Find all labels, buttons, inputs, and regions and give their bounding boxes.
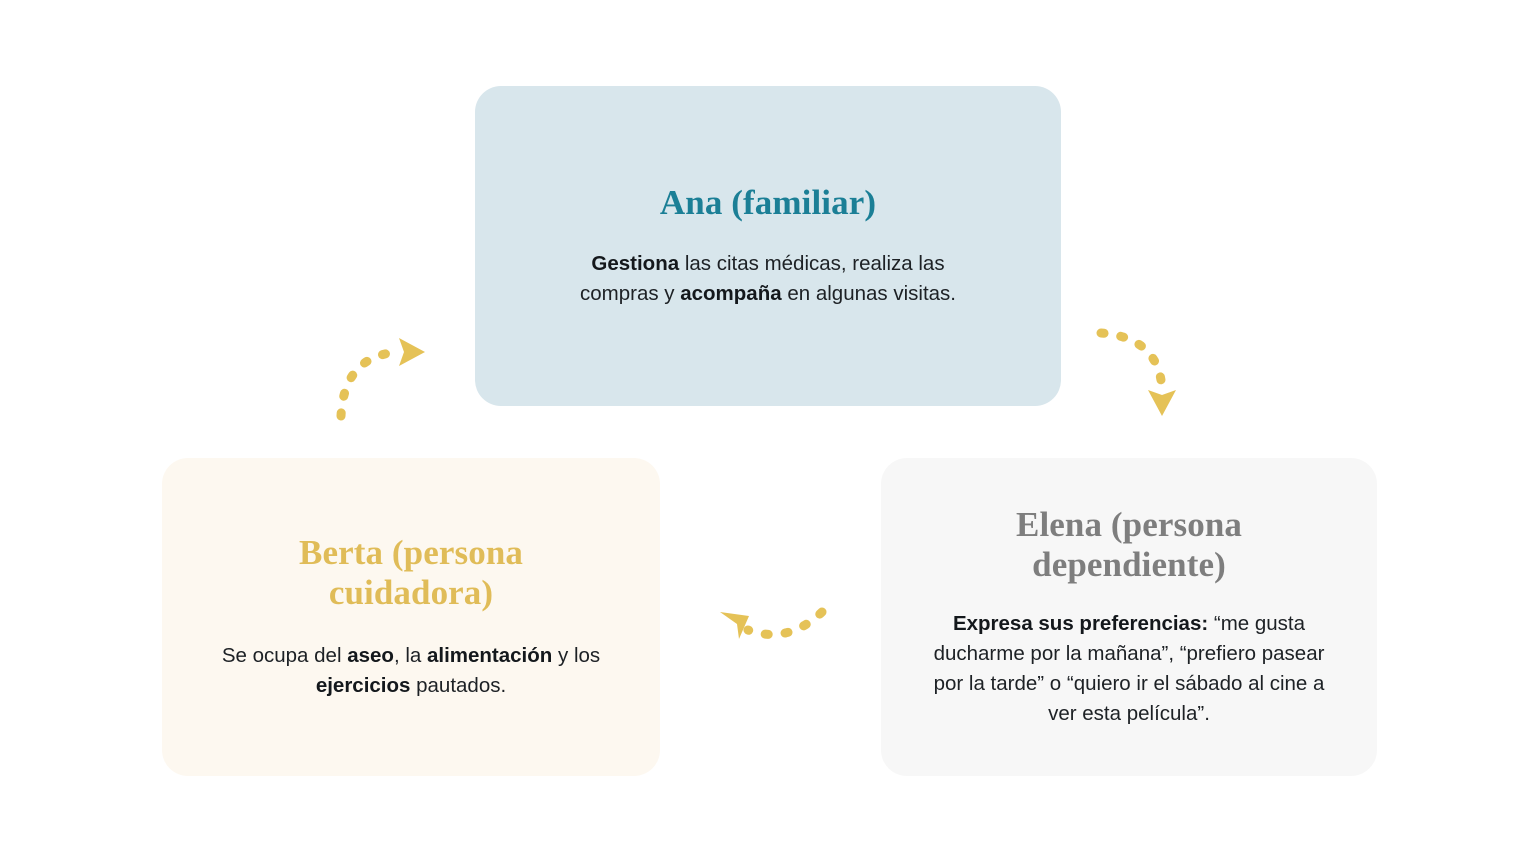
card-elena-title: Elena (persona dependiente) [1016,504,1242,584]
card-elena-body-text-1: “me gusta ducharme por la mañana”, “pref… [933,612,1325,726]
card-elena-body: Expresa sus preferencias: “me gusta duch… [924,609,1334,730]
card-ana-body-text-1: las citas médicas, realiza las compras y [579,252,945,306]
card-ana-body-bold-2: acompaña [680,282,782,306]
card-berta-body-text-2: , la [393,644,427,668]
card-berta[interactable]: Berta (persona cuidadora) Se ocupa del a… [162,458,660,776]
card-elena-body-bold-1: Expresa sus preferencias: [952,612,1209,635]
dashed-arrow-bottom [720,607,827,639]
card-berta-body-text-3: y los [552,644,601,668]
card-ana-body: Gestiona las citas médicas, realiza las … [553,249,983,309]
card-ana-body-bold-1: Gestiona [591,252,680,275]
dashed-arrow-left [336,338,425,421]
card-elena[interactable]: Elena (persona dependiente) Expresa sus … [881,458,1377,776]
card-ana-title: Ana (familiar) [659,182,877,222]
card-ana-body-text-2: en algunas visitas. [781,282,956,306]
card-berta-body-text-1: Se ocupa del [221,644,348,668]
card-berta-body-bold-1: aseo [347,644,394,668]
card-berta-title: Berta (persona cuidadora) [299,532,523,612]
card-berta-body-bold-2: alimentación [426,644,553,668]
card-berta-body-bold-3: ejercicios [315,674,411,698]
card-berta-body: Se ocupa del aseo, la alimentación y los… [211,641,611,701]
card-berta-body-text-4: pautados. [410,674,507,698]
dashed-arrow-right [1096,328,1176,416]
card-ana[interactable]: Ana (familiar) Gestiona las citas médica… [475,86,1061,406]
